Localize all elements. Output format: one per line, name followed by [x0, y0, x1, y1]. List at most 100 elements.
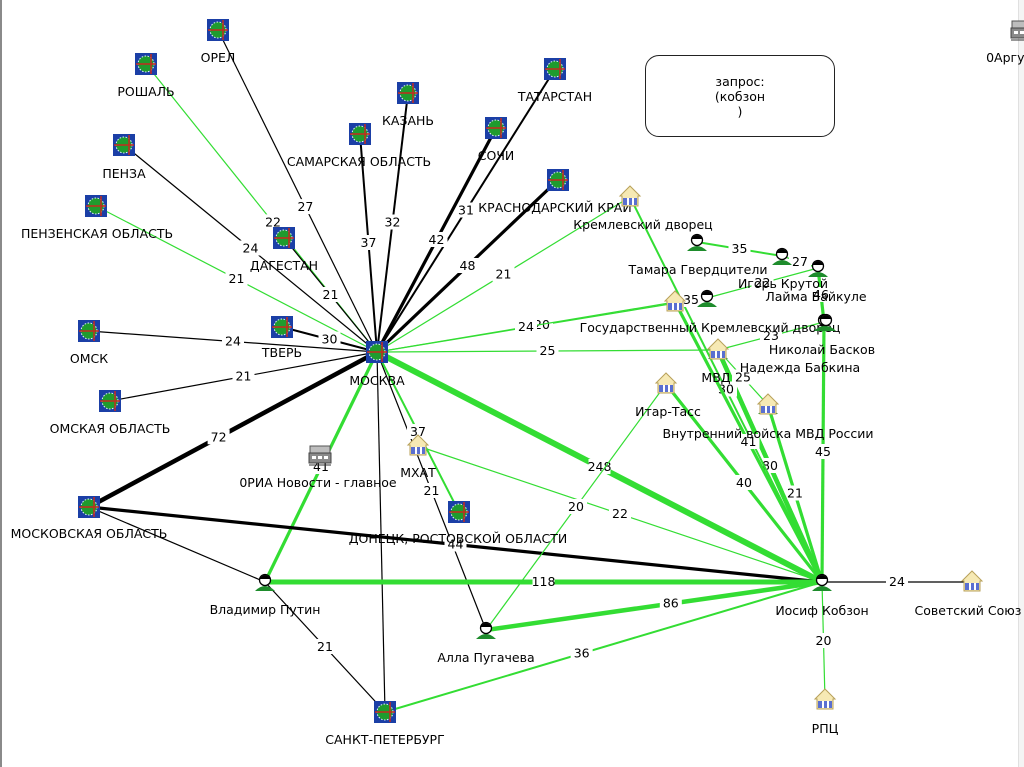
node-sochi[interactable]: СОЧИ	[478, 117, 515, 163]
node-mvd[interactable]: МВД	[701, 338, 731, 385]
node-label: СОЧИ	[478, 148, 515, 163]
edge-line[interactable]	[485, 579, 823, 633]
edge-line[interactable]	[376, 351, 386, 713]
edge-orel-moskva[interactable]: 27	[217, 29, 378, 353]
node-orel[interactable]: ОРЕЛ	[201, 19, 236, 65]
edge-line[interactable]	[384, 581, 823, 713]
edge-spb-moskva[interactable]	[376, 351, 386, 713]
edge-weight-label: 31	[458, 203, 474, 218]
edge-line[interactable]	[88, 506, 266, 583]
edge-penza-moskva[interactable]: 24	[123, 144, 378, 353]
node-label: Советский Союз	[915, 603, 1022, 618]
edge-mosk_obl-moskva[interactable]: 72	[87, 350, 379, 509]
edge-gos_kreml-moskva[interactable]: 24	[376, 301, 676, 353]
edge-vaikule-baskov[interactable]: 23	[717, 321, 825, 351]
node-person-c[interactable]	[816, 313, 836, 332]
node-omsk-obl[interactable]: ОМСКАЯ ОБЛАСТЬ	[50, 390, 171, 436]
edge-kobzon-sovsoyuz[interactable]: 24	[822, 574, 972, 589]
edge-omsk-moskva[interactable]: 24	[88, 330, 378, 353]
node-dagestan[interactable]: ДАГЕСТАН	[250, 227, 318, 273]
edge-tatarstan-moskva[interactable]: 31	[376, 68, 556, 353]
node-mhat[interactable]: МХАТ	[400, 434, 436, 480]
node-penza[interactable]: ПЕНЗА	[102, 134, 146, 181]
node-moskva[interactable]: МОСКВА	[349, 341, 405, 388]
edge-kobzon-mosk_obl[interactable]: 44	[88, 505, 823, 584]
edge-gverdtsiteli-krutoy[interactable]: 22	[706, 267, 819, 299]
node-label: МХАТ	[400, 465, 436, 480]
edge-omsk_obl-moskva[interactable]: 21	[109, 351, 378, 402]
node-rpc[interactable]: РПЦ	[812, 688, 839, 736]
node-tatarstan[interactable]: ТАТАРСТАН	[517, 58, 592, 104]
edge-kobzon-itar[interactable]: 40	[664, 383, 824, 583]
edge-weight-label: 21	[496, 267, 512, 282]
edge-pugacheva-moskva[interactable]: 21	[376, 351, 487, 631]
node-vv-mvd[interactable]: Внутренний войска МВД России	[662, 393, 874, 441]
edge-weight-label: 24	[889, 574, 905, 589]
edge-kobzon-spb[interactable]: 36	[384, 581, 823, 713]
node-samara[interactable]: САМАРСКАЯ ОБЛАСТЬ	[287, 123, 431, 169]
edge-kobzon-babkina[interactable]: 21	[767, 404, 823, 583]
node-person-a[interactable]	[687, 233, 707, 252]
node-tver[interactable]: ТВЕРЬ	[261, 316, 302, 360]
edge-putin-spb[interactable]: 21	[264, 581, 386, 713]
edge-donetsk-moskva[interactable]: 37	[376, 351, 460, 513]
node-kobzon[interactable]: Иосиф Кобзон	[775, 573, 869, 619]
edge-dagestan-moskva[interactable]: 21	[283, 237, 378, 353]
edge-person_a-person_b[interactable]: 35	[696, 241, 783, 257]
edge-pugacheva-itar[interactable]: 20	[485, 383, 667, 631]
edge-kazan-moskva[interactable]: 32	[376, 92, 409, 353]
edge-mvd-moskva[interactable]: 25	[376, 343, 719, 358]
node-mosk-obl[interactable]: МОСКОВСКАЯ ОБЛАСТЬ	[11, 496, 168, 541]
node-kazan[interactable]: КАЗАНЬ	[382, 82, 434, 128]
person-body	[476, 634, 496, 639]
node-omsk[interactable]: ОМСК	[70, 320, 108, 366]
edge-kreml_dvorets-moskva[interactable]: 21	[376, 196, 631, 353]
edge-mosk_obl-putin[interactable]	[88, 506, 266, 583]
edge-label-bg	[760, 328, 782, 343]
node-person-b[interactable]	[772, 247, 792, 266]
edge-kobzon-mhat[interactable]: 22	[417, 445, 823, 583]
edge-label-bg	[407, 424, 429, 439]
node-itar[interactable]: Итар-Тасс	[635, 372, 701, 419]
edge-line[interactable]	[217, 29, 378, 353]
node-penza-obl[interactable]: ПЕНЗЕНСКАЯ ОБЛАСТЬ	[21, 195, 173, 241]
node-roshal[interactable]: РОШАЛЬ	[117, 53, 175, 99]
node-label: 0Аргум	[986, 50, 1024, 65]
edge-kobzon-vaikule[interactable]: 45	[812, 321, 834, 583]
edge-person_b-krutoy[interactable]: 27	[781, 254, 819, 269]
node-sovsoyuz[interactable]: Советский Союз	[915, 570, 1022, 618]
canvas-right-scroll-edge[interactable]	[1018, 0, 1024, 767]
edge-samara-moskva[interactable]: 37	[357, 133, 380, 353]
node-gos-kreml[interactable]: Государственный Кремлевский дворец	[580, 290, 841, 335]
node-baskov[interactable]: Николай Басков	[708, 341, 875, 359]
edge-label-bg	[733, 475, 755, 490]
node-krutoy[interactable]: Игорь Крутой	[738, 259, 828, 292]
node-putin[interactable]: Владимир Путин	[210, 573, 321, 618]
edge-sochi-moskva[interactable]: 42	[375, 127, 498, 353]
node-label: Кремлевский дворец	[573, 217, 712, 232]
node-argum[interactable]: 0Аргум	[986, 20, 1024, 65]
node-krasnodar[interactable]: КРАСНОДАРСКИЙ КРАЙ	[478, 169, 632, 215]
edge-tver-moskva[interactable]: 30	[281, 326, 378, 353]
edge-weight-label: 72	[211, 429, 227, 444]
edge-kobzon-moskva[interactable]: 248	[375, 349, 824, 585]
node-kreml-dvorets[interactable]: Кремлевский дворец	[573, 185, 713, 232]
node-babkina[interactable]: Надежда Бабкина	[740, 360, 860, 414]
edge-kobzon-gos_kreml[interactable]: 41	[673, 301, 824, 583]
edge-krasnodar-moskva[interactable]: 48	[375, 178, 560, 354]
node-ria[interactable]: 0РИА Новости - главное	[239, 445, 397, 490]
edge-gverdtsiteli-gos_kreml[interactable]: 35	[674, 292, 708, 307]
edge-weight-label: 25	[540, 343, 556, 358]
edge-kobzon-rpc[interactable]: 20	[812, 581, 835, 701]
edge-kobzon-pugacheva[interactable]: 86	[485, 579, 823, 633]
edge-line[interactable]	[87, 350, 379, 509]
node-gverdtsiteli[interactable]: Тамара Гвердцители	[628, 262, 768, 307]
node-pugacheva[interactable]: Алла Пугачева	[437, 621, 535, 666]
edge-kobzon-putin[interactable]: 118	[265, 574, 822, 589]
node-donetsk[interactable]: ДОНЕЦК, РОСТОВСКОЙ ОБЛАСТИ	[349, 501, 567, 546]
edge-weight-label: 45	[815, 444, 831, 459]
node-spb[interactable]: САНКТ-ПЕТЕРБУРГ	[325, 701, 445, 747]
edge-penza_obl-moskva[interactable]: 21	[95, 205, 378, 353]
